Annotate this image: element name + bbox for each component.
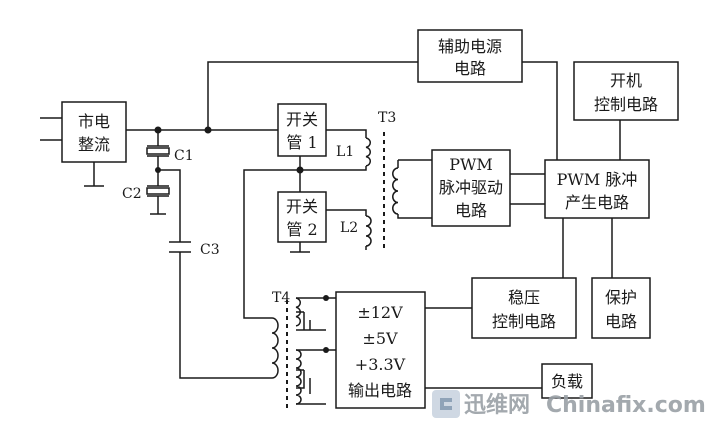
power-on-label-1: 开机 xyxy=(610,71,642,90)
capacitor-c2 xyxy=(146,185,170,197)
watermark-en: Chinafix.com xyxy=(546,393,706,418)
transformer-t3 xyxy=(383,132,399,250)
watermark: 迅维网 Chinafix.com xyxy=(432,390,706,418)
rectifier-label-1: 市电 xyxy=(78,112,110,131)
capacitor-c1 xyxy=(146,145,170,157)
aux-power-block: 辅助电源 电路 xyxy=(417,29,523,83)
protection-label-1: 保护 xyxy=(605,288,637,307)
load-label: 负载 xyxy=(551,372,583,391)
inductor-l1 xyxy=(365,137,372,167)
output-label-3v3: +3.3V xyxy=(355,355,406,374)
pwm-driver-block: PWM 脉冲驱动 电路 xyxy=(431,149,511,227)
t3-label: T3 xyxy=(378,110,396,126)
output-label-circuit: 输出电路 xyxy=(348,381,412,400)
pwm-generator-block: PWM 脉冲 产生电路 xyxy=(544,159,650,219)
load-block: 负载 xyxy=(541,363,593,399)
l1-label: L1 xyxy=(336,144,354,160)
capacitor-c3 xyxy=(169,241,191,253)
switch2-label-1: 开关 xyxy=(286,197,318,216)
switch1-block: 开关 管 1 xyxy=(277,103,327,157)
c1-label: C1 xyxy=(174,148,194,164)
pwm-generator-label-2: 产生电路 xyxy=(565,193,629,212)
wires xyxy=(40,61,621,405)
pwm-generator-label-1: PWM 脉冲 xyxy=(557,170,638,189)
output-label-5v: ±5V xyxy=(362,329,398,348)
protection-label-2: 电路 xyxy=(605,312,637,331)
switch2-label-2: 管 2 xyxy=(286,220,317,239)
component-labels: C1 C2 C3 L1 L2 T3 T4 xyxy=(122,110,396,306)
junction-dots xyxy=(154,126,329,353)
switch1-label-2: 管 1 xyxy=(286,133,317,152)
watermark-logo-icon xyxy=(432,390,460,418)
pwm-driver-label-3: 电路 xyxy=(455,201,487,220)
power-on-control-block: 开机 控制电路 xyxy=(573,61,679,121)
switch2-block: 开关 管 2 xyxy=(277,191,327,243)
c2-label: C2 xyxy=(122,186,142,202)
t4-label: T4 xyxy=(272,290,290,306)
rectifier-label-2: 整流 xyxy=(78,135,110,154)
aux-power-label-2: 电路 xyxy=(454,59,486,78)
l2-label: L2 xyxy=(340,220,358,236)
c3-label: C3 xyxy=(200,242,220,258)
regulator-label-1: 稳压 xyxy=(508,288,540,307)
inductor-l2 xyxy=(365,215,372,247)
regulator-block: 稳压 控制电路 xyxy=(471,277,577,339)
output-circuit-block: ±12V ±5V +3.3V 输出电路 xyxy=(335,291,426,409)
rectifier-block: 市电 整流 xyxy=(61,101,127,163)
aux-power-label-1: 辅助电源 xyxy=(438,37,502,56)
regulator-label-2: 控制电路 xyxy=(492,312,556,331)
switch1-label-1: 开关 xyxy=(286,110,318,129)
transformer-t4 xyxy=(271,297,305,412)
protection-block: 保护 电路 xyxy=(591,277,651,339)
watermark-cn: 迅维网 xyxy=(464,392,530,418)
pwm-driver-label-1: PWM xyxy=(449,155,493,174)
power-on-label-2: 控制电路 xyxy=(594,95,658,114)
pwm-driver-label-2: 脉冲驱动 xyxy=(439,178,503,197)
output-label-12v: ±12V xyxy=(357,303,403,322)
